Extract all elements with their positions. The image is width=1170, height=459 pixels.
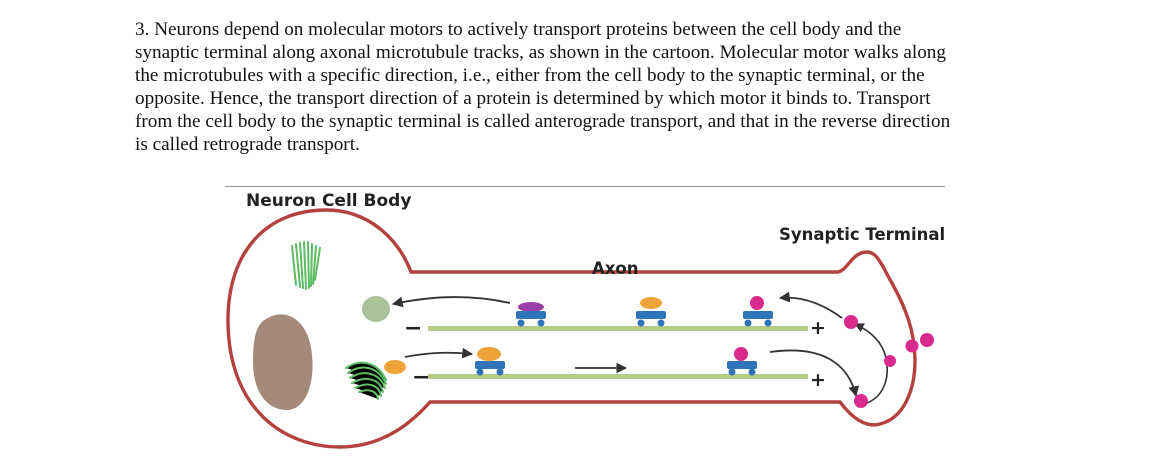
minus-end-top: −: [404, 316, 422, 341]
motor-magenta-cargo-top: [743, 296, 773, 327]
synaptic-loop-arrow: [854, 323, 888, 405]
question-line: 3. Neurons depend on molecular motors to…: [135, 19, 902, 40]
motor-magenta-cargo-bottom: [727, 347, 757, 376]
golgi-bottom: [345, 361, 387, 400]
terminal-delivery-arrow: [769, 349, 860, 398]
neuron-membrane: [226, 208, 917, 449]
golgi-orange-vesicle: [384, 360, 406, 374]
golgi-top: [291, 241, 321, 290]
question-text: 3. Neurons depend on molecular motors to…: [135, 18, 1055, 156]
synaptic-vesicle: [844, 315, 858, 329]
synaptic-vesicle: [854, 394, 868, 408]
question-line: synaptic terminal along axonal microtubu…: [135, 42, 946, 63]
figure-divider: [225, 186, 945, 187]
fusing-vesicle: [905, 339, 919, 353]
synaptic-vesicle: [884, 355, 896, 367]
question-line: from the cell body to the synaptic termi…: [135, 111, 951, 132]
microtubule-bottom: [428, 374, 808, 379]
motor-orange-cargo-top: [636, 297, 666, 327]
terminal-return-arrow: [778, 291, 843, 319]
question-line: is called retrograde transport.: [135, 134, 360, 155]
question-line: the microtubules with a specific directi…: [135, 65, 925, 86]
axon-label: Axon: [592, 259, 639, 278]
retrograde-arrow: [391, 296, 511, 308]
motor-purple-cargo: [516, 302, 546, 327]
minus-end-bottom: −: [412, 365, 430, 390]
synaptic-terminal-label: Synaptic Terminal: [779, 225, 945, 244]
nucleus: [253, 314, 313, 410]
released-vesicle: [920, 333, 934, 347]
motor-orange-cargo-bottom: [475, 347, 505, 376]
endosome-vesicle: [362, 296, 390, 322]
question-line: opposite. Hence, the transport direction…: [135, 88, 931, 109]
cell-body-label: Neuron Cell Body: [246, 191, 411, 211]
plus-end-bottom: +: [810, 369, 826, 391]
plus-end-top: +: [810, 317, 826, 339]
golgi-exit-arrow: [404, 347, 474, 359]
microtubule-top: [428, 326, 808, 331]
